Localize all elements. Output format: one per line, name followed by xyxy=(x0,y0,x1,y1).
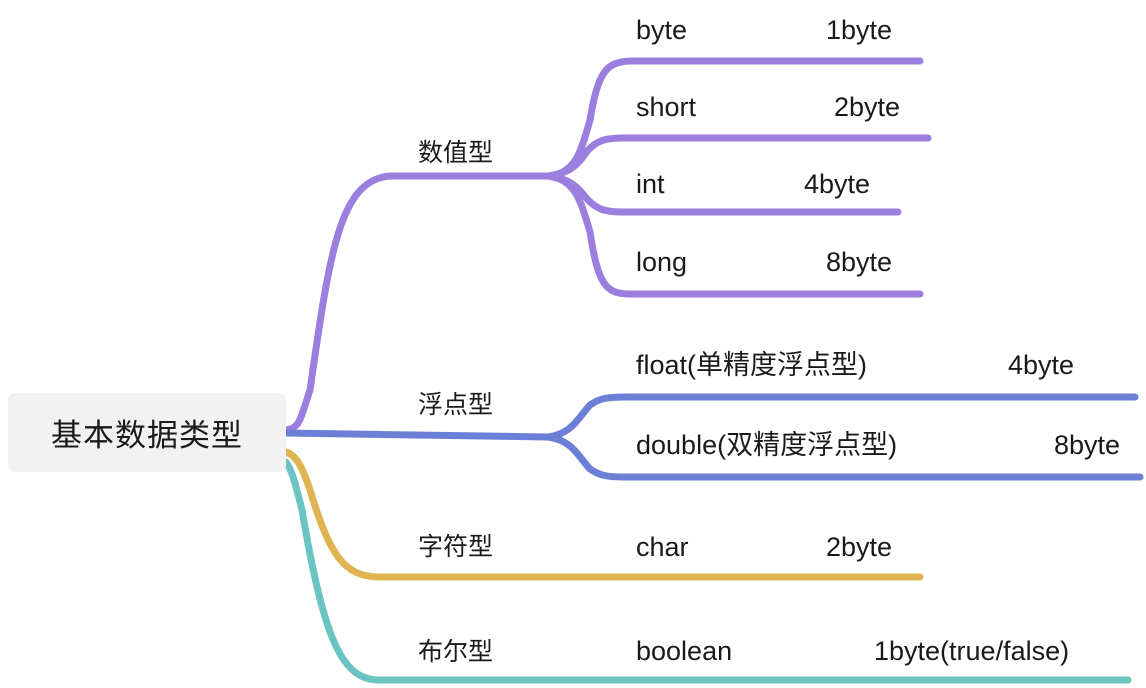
category-label-boolean[interactable]: 布尔型 xyxy=(418,638,494,666)
category-label-character[interactable]: 字符型 xyxy=(418,533,494,561)
leaf-size-float: 4byte xyxy=(1008,350,1075,380)
leaf-size-int: 4byte xyxy=(804,169,871,199)
leaf-name-double[interactable]: double(双精度浮点型) xyxy=(636,430,898,460)
root-node[interactable]: 基本数据类型 xyxy=(8,393,286,472)
connector-root-to-floating xyxy=(282,429,552,441)
leaf-name-short[interactable]: short xyxy=(636,92,697,122)
leaf-name-byte[interactable]: byte xyxy=(636,15,688,45)
leaf-size-short: 2byte xyxy=(834,92,901,122)
leaf-name-boolean[interactable]: boolean xyxy=(636,636,733,666)
leaf-size-boolean: 1byte(true/false) xyxy=(874,636,1070,666)
connector-floating-to-double xyxy=(544,433,1144,481)
leaf-size-long: 8byte xyxy=(826,247,893,277)
leaf-name-float[interactable]: float(单精度浮点型) xyxy=(636,350,868,380)
root-node-label: 基本数据类型 xyxy=(51,418,243,453)
connector-root-to-character xyxy=(282,448,924,581)
connector-numeric-to-short xyxy=(544,134,932,180)
connector-floating-to-float xyxy=(544,393,1139,441)
leaf-name-char[interactable]: char xyxy=(636,532,689,562)
connector-root-to-boolean xyxy=(282,458,1132,684)
leaf-size-char: 2byte xyxy=(826,532,893,562)
category-label-numeric[interactable]: 数值型 xyxy=(418,139,494,167)
leaf-name-int[interactable]: int xyxy=(636,169,665,199)
leaf-name-long[interactable]: long xyxy=(636,247,688,277)
connector-numeric-to-long xyxy=(544,172,924,298)
category-label-floating[interactable]: 浮点型 xyxy=(418,391,494,419)
leaf-size-byte: 1byte xyxy=(826,15,893,45)
leaf-size-double: 8byte xyxy=(1054,430,1121,460)
connector-root-to-numeric xyxy=(282,172,552,434)
